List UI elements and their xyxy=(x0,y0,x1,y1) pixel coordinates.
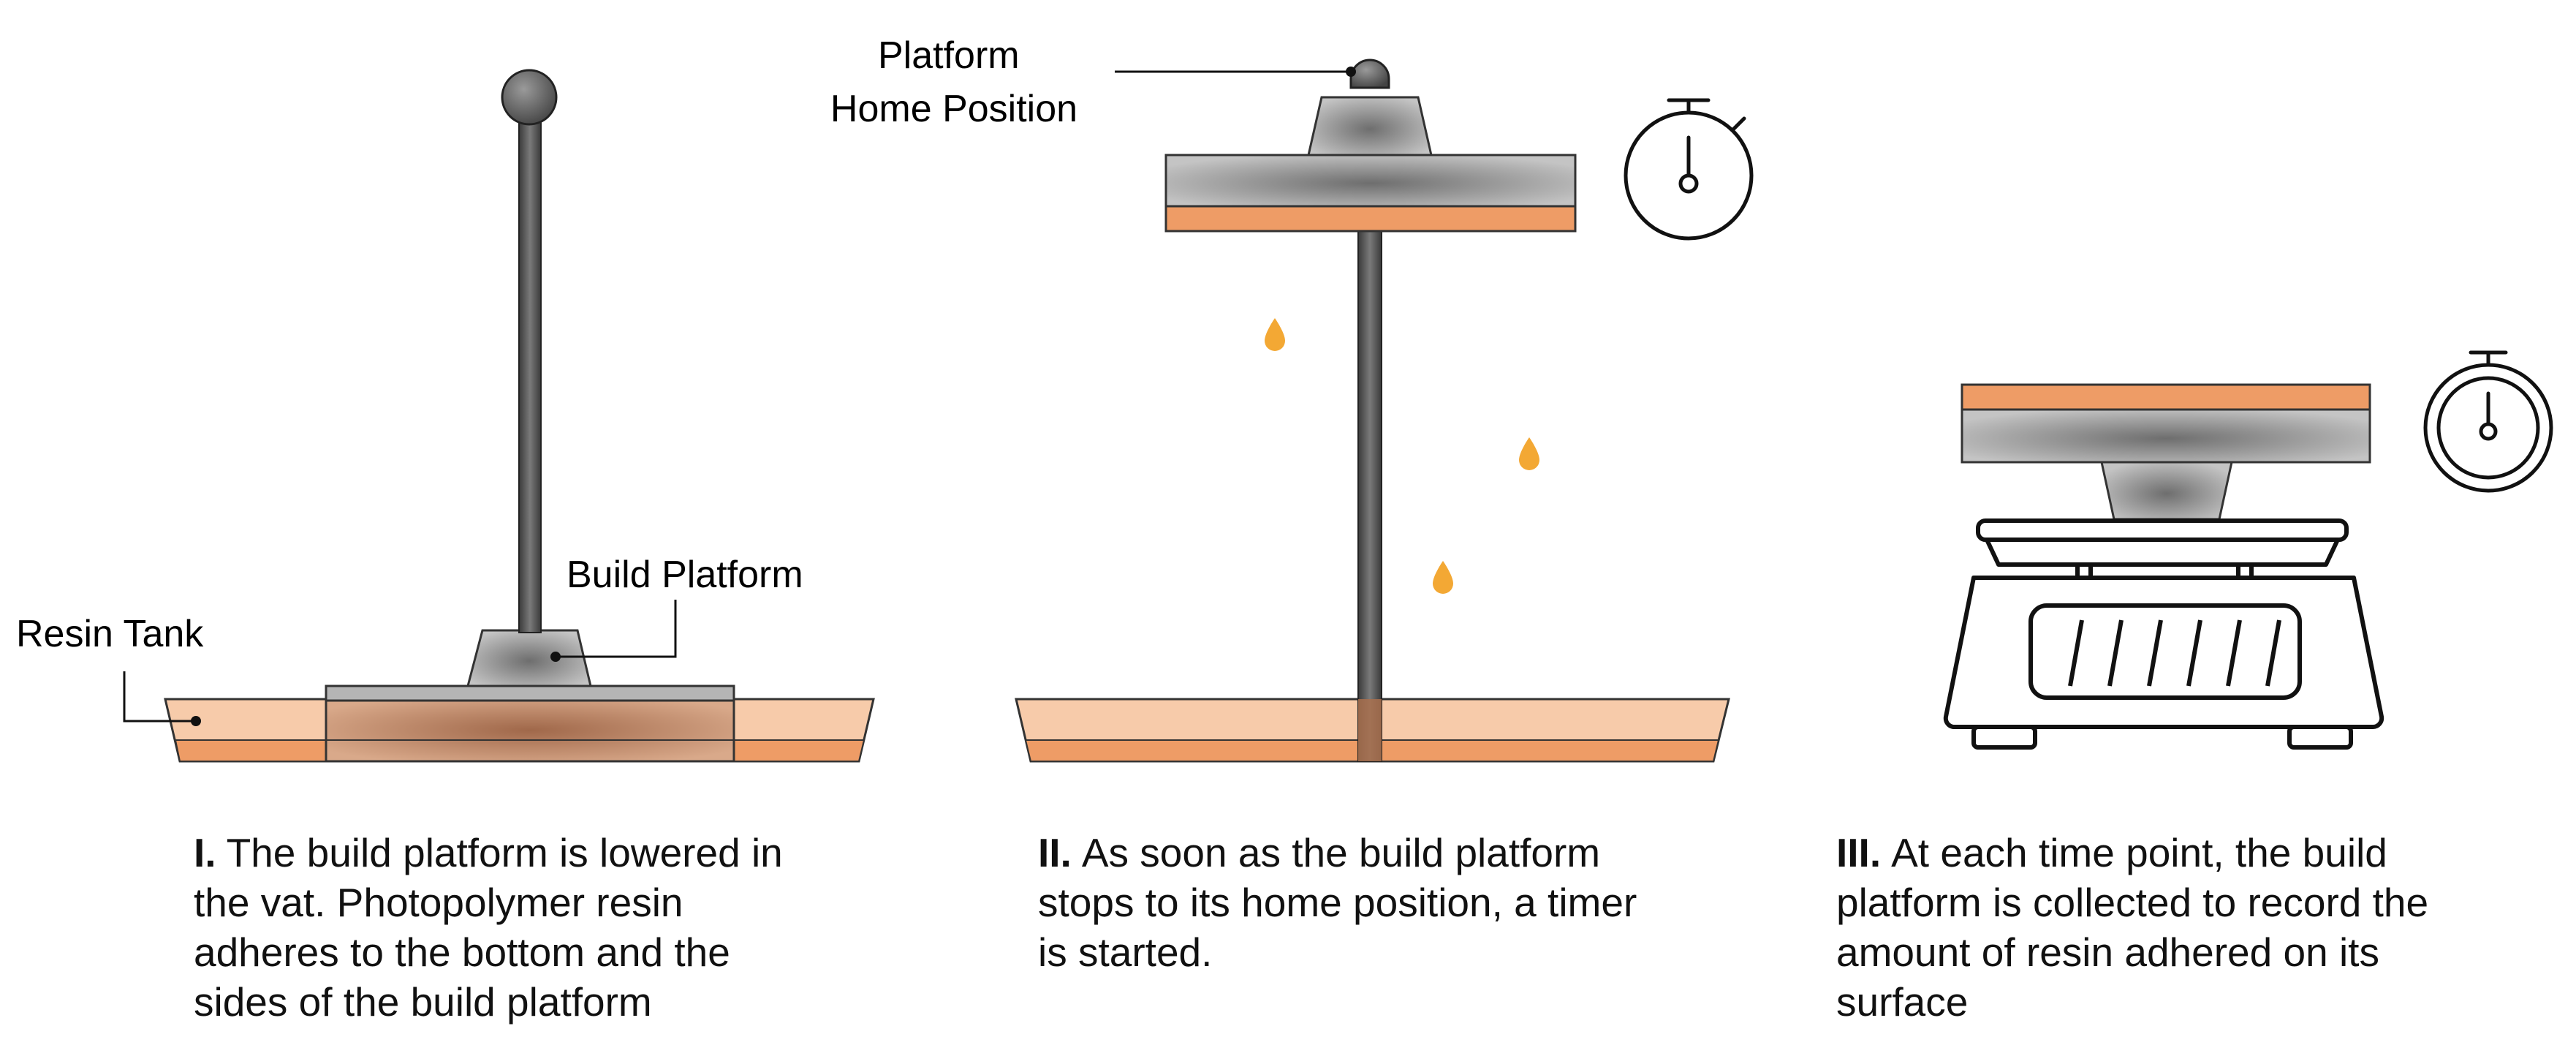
caption-step-3: III.At each time point, the build platfo… xyxy=(1836,828,2494,1027)
caption-3-line-4: surface xyxy=(1836,979,1969,1025)
build-platform-submerged xyxy=(325,629,735,763)
kitchen-scale-icon xyxy=(1943,518,2384,750)
caption-3-line-2: platform is collected to record the xyxy=(1836,880,2429,925)
caption-2-line-3: is started. xyxy=(1038,929,1213,975)
platform-home-line-2: Home Position xyxy=(830,88,1077,130)
caption-3-line-3: amount of resin adhered on its xyxy=(1836,929,2379,975)
build-platform-leader xyxy=(560,600,677,658)
step-2-numeral: II. xyxy=(1038,830,1072,875)
stopwatch-icon xyxy=(2423,350,2553,493)
caption-1-line-1: I.The build platform is lowered in xyxy=(194,830,783,875)
resin-tank-leader xyxy=(123,671,192,723)
caption-step-1: I.The build platform is lowered in the v… xyxy=(194,828,848,1027)
caption-1-line-3: adheres to the bottom and the xyxy=(194,929,730,975)
caption-1-line-4: sides of the build platform xyxy=(194,979,652,1025)
caption-2-line-2: stops to its home position, a timer xyxy=(1038,880,1637,925)
panel-1: Resin Tank Build Platform xyxy=(16,69,875,763)
z-axis-rod-2 xyxy=(1357,230,1382,762)
panel-3 xyxy=(1943,350,2553,750)
resin-drop-icon xyxy=(1265,318,1539,594)
caption-step-2: II.As soon as the build platform stops t… xyxy=(1038,828,1711,977)
caption-2-line-1: II.As soon as the build platform xyxy=(1038,830,1601,875)
platform-home-line-1: Platform xyxy=(878,34,1020,77)
stopwatch-icon xyxy=(1624,98,1754,241)
caption-3-line-1: III.At each time point, the build xyxy=(1836,830,2387,875)
caption-1-line-2: the vat. Photopolymer resin xyxy=(194,880,683,925)
z-axis-rod xyxy=(501,69,558,633)
build-platform-label: Build Platform xyxy=(567,554,803,596)
step-3-numeral: III. xyxy=(1836,830,1882,875)
resin-tank-label: Resin Tank xyxy=(16,613,204,655)
platform-home-label: Platform Home Position xyxy=(830,34,1077,130)
panel-2: Platform Home Position xyxy=(830,34,1754,763)
build-platform-raised xyxy=(1164,59,1577,233)
step-1-numeral: I. xyxy=(194,830,216,875)
build-platform-collected xyxy=(1961,383,2371,521)
